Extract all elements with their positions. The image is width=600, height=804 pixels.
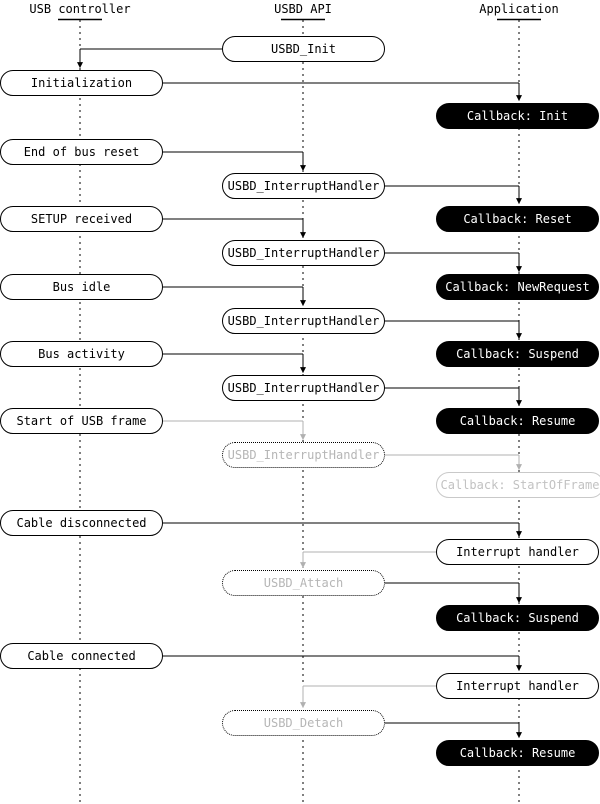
node-start-of-usb-frame[interactable]: Start of USB frame [0, 408, 163, 434]
node-callback-resume-2[interactable]: Callback: Resume [436, 740, 599, 766]
node-setup-received[interactable]: SETUP received [0, 206, 163, 232]
message-irq-handler-4-to-callback-resume-1 [385, 387, 522, 407]
node-interrupt-handler-1[interactable]: Interrupt handler [436, 539, 599, 565]
node-callback-reset[interactable]: Callback: Reset [436, 206, 599, 232]
node-irq-handler-2[interactable]: USBD_InterruptHandler [222, 240, 385, 266]
node-cable-disconnected[interactable]: Cable disconnected [0, 510, 163, 536]
message-initialization-to-callback-init [163, 82, 522, 102]
node-irq-handler-4[interactable]: USBD_InterruptHandler [222, 375, 385, 401]
message-irq-handler-1-to-callback-reset [385, 185, 522, 205]
message-cable-connected-to-interrupt-handler-2 [163, 655, 522, 672]
lifeline-label-usb-controller: USB controller [29, 2, 131, 16]
node-callback-startofframe[interactable]: Callback: StartOfFrame [436, 472, 600, 498]
node-callback-init[interactable]: Callback: Init [436, 103, 599, 129]
node-callback-suspend-1[interactable]: Callback: Suspend [436, 341, 599, 367]
lifeline-label-application: Application [479, 2, 559, 16]
node-callback-suspend-2[interactable]: Callback: Suspend [436, 605, 599, 631]
message-usbd-init-to-initialization [77, 48, 222, 69]
message-interrupt-handler-1-to-usbd-attach [300, 551, 436, 569]
node-usbd-attach[interactable]: USBD_Attach [222, 570, 385, 596]
node-bus-idle[interactable]: Bus idle [0, 274, 163, 300]
message-cable-disconnected-to-interrupt-handler-1 [163, 522, 522, 538]
node-bus-activity[interactable]: Bus activity [0, 341, 163, 367]
node-interrupt-handler-2[interactable]: Interrupt handler [436, 673, 599, 699]
lifeline-label-usbd-api: USBD API [274, 2, 332, 16]
message-irq-handler-2-to-callback-newrequest [385, 252, 522, 273]
message-usbd-detach-to-callback-resume-2 [385, 722, 522, 739]
message-usbd-attach-to-callback-suspend-2 [385, 582, 522, 604]
node-irq-handler-3[interactable]: USBD_InterruptHandler [222, 308, 385, 334]
message-end-of-bus-reset-to-irq-handler-1 [163, 151, 306, 172]
node-usbd-init[interactable]: USBD_Init [222, 36, 385, 62]
message-start-of-usb-frame-to-irq-handler-ghost [163, 420, 306, 441]
message-setup-received-to-irq-handler-2 [163, 218, 306, 239]
message-interrupt-handler-2-to-usbd-detach [300, 685, 436, 709]
node-initialization[interactable]: Initialization [0, 70, 163, 96]
message-bus-idle-to-irq-handler-3 [163, 286, 306, 307]
node-irq-handler-ghost[interactable]: USBD_InterruptHandler [222, 442, 385, 468]
node-cable-connected[interactable]: Cable connected [0, 643, 163, 669]
message-bus-activity-to-irq-handler-4 [163, 353, 306, 374]
node-usbd-detach[interactable]: USBD_Detach [222, 710, 385, 736]
node-callback-resume-1[interactable]: Callback: Resume [436, 408, 599, 434]
message-irq-handler-3-to-callback-suspend-1 [385, 320, 522, 340]
message-irq-handler-ghost-to-callback-startofframe [385, 454, 522, 471]
node-callback-newrequest[interactable]: Callback: NewRequest [436, 274, 599, 300]
node-irq-handler-1[interactable]: USBD_InterruptHandler [222, 173, 385, 199]
node-end-of-bus-reset[interactable]: End of bus reset [0, 139, 163, 165]
